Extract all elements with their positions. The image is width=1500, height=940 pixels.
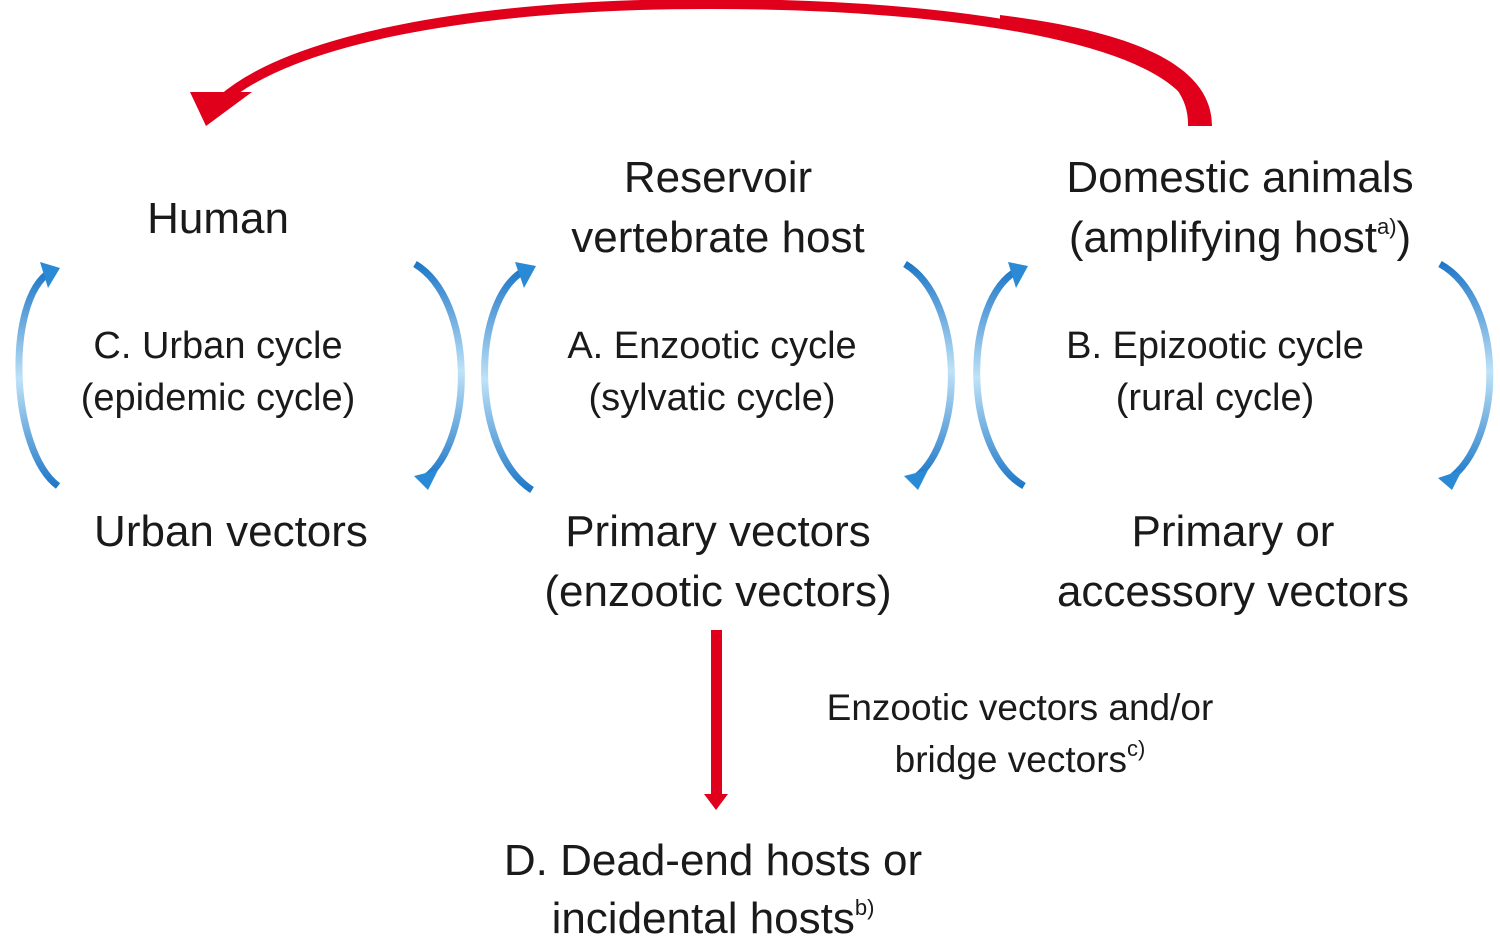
cycle-urban-line1: C. Urban cycle xyxy=(93,325,342,367)
arrowhead-up-icon xyxy=(515,262,536,288)
red-arrowhead xyxy=(190,92,252,126)
cycle-epizootic-line2: (rural cycle) xyxy=(1116,377,1314,419)
arrowhead-up-icon xyxy=(40,262,60,288)
cycle-enzootic-line1: A. Enzootic cycle xyxy=(567,325,856,367)
arc-enzootic-right xyxy=(903,261,955,481)
node-human: Human xyxy=(147,194,289,243)
node-accessory-vectors-line1: Primary or xyxy=(1132,507,1335,556)
red-down-arrow xyxy=(704,630,728,810)
node-urban-vectors: Urban vectors xyxy=(94,507,368,556)
arc-epizootic-right xyxy=(1438,260,1494,483)
arrowhead-down-icon xyxy=(904,470,928,490)
arrowhead-up-icon xyxy=(1008,262,1028,288)
node-primary-vectors-line1: Primary vectors xyxy=(565,507,871,556)
arc-enzootic-left xyxy=(481,266,534,493)
node-reservoir-line2: vertebrate host xyxy=(571,213,865,262)
cycle-epizootic-line1: B. Epizootic cycle xyxy=(1066,325,1364,367)
red-arc-arrow xyxy=(190,0,1212,127)
bridge-label-line1: Enzootic vectors and/or xyxy=(827,687,1214,728)
node-dead-end-line2: incidental hostsb) xyxy=(552,894,875,940)
arc-urban-right xyxy=(413,261,465,481)
red-down-arrowhead xyxy=(704,794,728,810)
blue-arrowheads xyxy=(40,262,1462,490)
cycle-enzootic-line2: (sylvatic cycle) xyxy=(588,377,835,419)
bridge-label-line2: bridge vectorsc) xyxy=(895,736,1146,780)
arrowhead-down-icon xyxy=(414,470,438,490)
node-domestic-line1: Domestic animals xyxy=(1066,153,1413,202)
node-primary-vectors-line2: (enzootic vectors) xyxy=(544,567,891,616)
cycle-urban-line2: (epidemic cycle) xyxy=(81,377,356,419)
arc-urban-left xyxy=(15,269,61,489)
node-accessory-vectors-line2: accessory vectors xyxy=(1057,567,1409,616)
node-dead-end-line1: D. Dead-end hosts or xyxy=(504,836,922,885)
arrowhead-down-icon xyxy=(1438,470,1462,490)
arc-epizootic-left xyxy=(973,266,1026,490)
node-reservoir-line1: Reservoir xyxy=(624,153,812,202)
blue-cycle-arrows xyxy=(15,260,1494,493)
node-domestic-line2: (amplifying hosta)) xyxy=(1069,213,1411,262)
